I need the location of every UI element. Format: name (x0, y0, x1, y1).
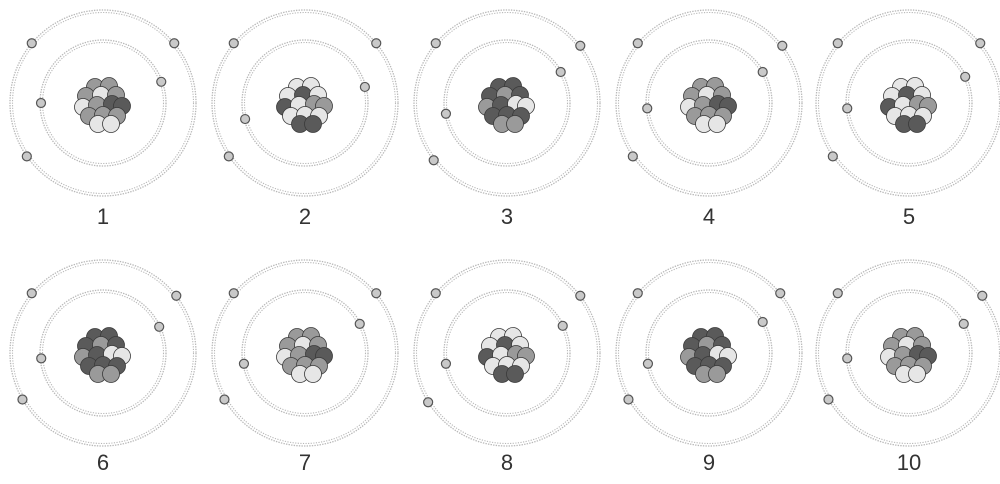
electron (833, 289, 842, 298)
electron (576, 41, 585, 50)
nucleus (881, 328, 937, 383)
nucleon (507, 116, 524, 133)
atom-number-label: 9 (703, 450, 715, 475)
nucleus (75, 78, 131, 133)
electron (18, 395, 27, 404)
electron (170, 39, 179, 48)
atom-number-label: 7 (299, 450, 311, 475)
electron (633, 39, 642, 48)
electron (431, 39, 440, 48)
nucleus (479, 78, 535, 133)
atom-number-label: 1 (97, 204, 109, 229)
atom-number-label: 4 (703, 204, 715, 229)
electron (824, 395, 833, 404)
electron (27, 289, 36, 298)
nucleon (305, 366, 322, 383)
atom-3: 3 (414, 10, 600, 229)
nucleus (277, 328, 333, 383)
electron (556, 68, 565, 77)
atom-4: 4 (616, 10, 802, 229)
electron (224, 152, 233, 161)
nucleus (681, 328, 737, 383)
electron (576, 291, 585, 300)
electron (360, 82, 369, 91)
atom-2: 2 (212, 10, 398, 229)
electron (624, 395, 633, 404)
electron (155, 322, 164, 331)
nucleus (881, 78, 937, 133)
electron (643, 104, 652, 113)
electron (978, 291, 987, 300)
electron (558, 321, 567, 330)
atom-10: 10 (816, 260, 1000, 475)
atom-number-label: 3 (501, 204, 513, 229)
electron (241, 115, 250, 124)
nucleus (681, 78, 737, 133)
electron (758, 68, 767, 77)
electron (431, 289, 440, 298)
electron (157, 77, 166, 86)
electron (429, 156, 438, 165)
atom-5: 5 (816, 10, 1000, 229)
nucleon (909, 116, 926, 133)
electron (833, 39, 842, 48)
electron (843, 354, 852, 363)
electron (37, 99, 46, 108)
atom-1: 1 (10, 10, 196, 229)
electron (633, 289, 642, 298)
electron (22, 152, 31, 161)
nucleon (103, 366, 120, 383)
electron (828, 152, 837, 161)
electron (372, 289, 381, 298)
electron (643, 359, 652, 368)
electron (961, 72, 970, 81)
electron (172, 291, 181, 300)
atom-number-label: 10 (897, 450, 921, 475)
nucleon (507, 366, 524, 383)
electron (628, 152, 637, 161)
atom-number-label: 2 (299, 204, 311, 229)
electron (220, 395, 229, 404)
electron (37, 354, 46, 363)
electron (441, 109, 450, 118)
nucleon (909, 366, 926, 383)
electron (239, 359, 248, 368)
atom-6: 6 (10, 260, 196, 475)
electron (424, 398, 433, 407)
electron (843, 104, 852, 113)
atom-8: 8 (414, 260, 600, 475)
nucleon (709, 366, 726, 383)
electron (229, 39, 238, 48)
nucleon (709, 116, 726, 133)
electron (959, 319, 968, 328)
electron (372, 39, 381, 48)
electron (778, 41, 787, 50)
electron (441, 359, 450, 368)
electron (229, 289, 238, 298)
nucleus (75, 328, 131, 383)
electron (776, 289, 785, 298)
atom-number-label: 8 (501, 450, 513, 475)
atom-9: 9 (616, 260, 802, 475)
electron (355, 319, 364, 328)
atom-number-label: 5 (903, 204, 915, 229)
electron (976, 39, 985, 48)
nucleon (305, 116, 322, 133)
atom-number-label: 6 (97, 450, 109, 475)
nucleus (277, 78, 333, 133)
electron (758, 318, 767, 327)
atom-7: 7 (212, 260, 398, 475)
nucleon (103, 116, 120, 133)
nucleus (479, 328, 535, 383)
electron (27, 39, 36, 48)
